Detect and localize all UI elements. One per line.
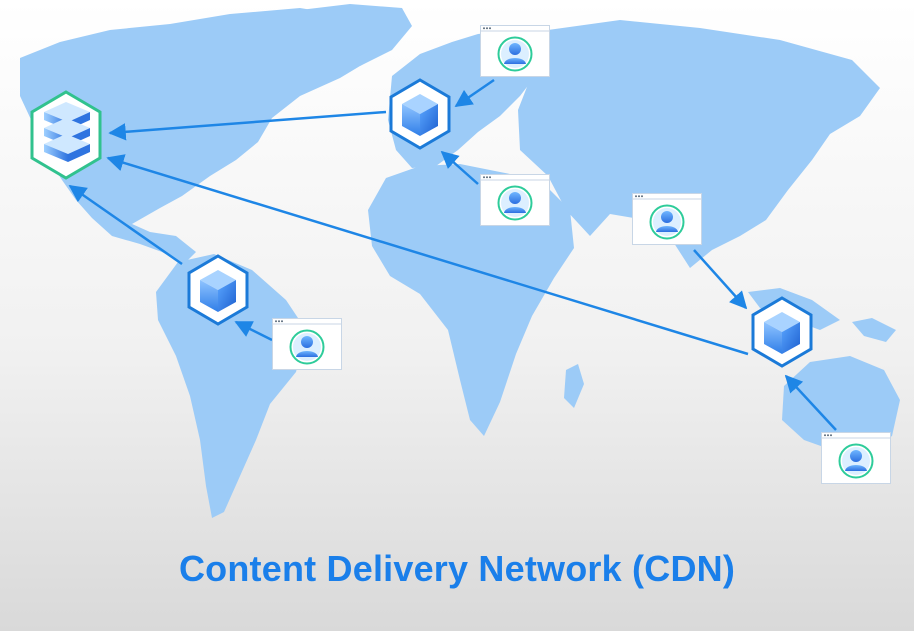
connections [68,78,837,431]
user-browser-icon [480,25,550,77]
cube-icon [389,78,451,150]
landmass-greenland [300,4,412,66]
cube-icon [187,254,249,326]
arrow-australia-client-to-edge [784,374,837,431]
landmass-new-zealand [852,318,896,342]
arrow-southeast-asia-edge-to-origin [106,154,749,356]
arrow-southern-europe-client-to-edge [440,150,479,185]
landmass-asia [518,20,880,268]
landmass-north-america [20,8,392,264]
arrow-northern-europe-client-to-edge [454,78,495,108]
user-browser-icon [480,174,550,226]
user-browser-icon [632,193,702,245]
origin-server-icon [30,90,102,180]
landmass-africa [368,164,574,436]
arrow-south-america-edge-to-origin [68,184,183,266]
arrow-south-america-client-to-edge [234,320,273,342]
arrow-europe-edge-to-origin [108,110,387,141]
cube-icon [751,296,813,368]
user-browser-icon [272,318,342,370]
diagram-title: Content Delivery Network (CDN) [178,548,736,589]
landmass-south-america [156,254,306,518]
landmass-australia [782,356,900,452]
arrow-india-client-to-edge [693,249,748,310]
world-map [20,4,900,518]
landmass-madagascar [564,364,584,408]
user-browser-icon [821,432,891,484]
